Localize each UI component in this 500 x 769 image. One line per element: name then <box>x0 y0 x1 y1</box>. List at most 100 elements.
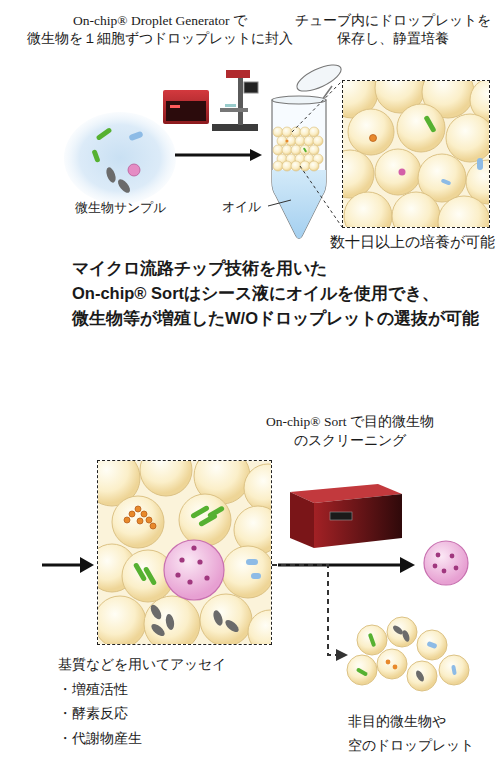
coccus-microbe <box>129 511 135 517</box>
leader-line <box>268 200 291 206</box>
rod-microbe <box>368 633 377 648</box>
node-text: オイル <box>222 199 298 215</box>
target-droplet <box>164 540 224 600</box>
coccus-microbe <box>436 553 441 558</box>
coccus-microbe <box>135 506 141 512</box>
spacer <box>348 615 488 709</box>
droplet <box>407 661 437 691</box>
droplet <box>446 114 489 162</box>
spacer <box>65 112 175 200</box>
droplet <box>309 161 319 171</box>
yeast-microbe <box>105 166 118 184</box>
droplet <box>375 149 421 195</box>
rod-microbe <box>207 505 225 518</box>
droplet <box>300 161 310 171</box>
droplet <box>304 136 314 146</box>
stand-head <box>226 70 250 78</box>
droplet <box>377 649 407 679</box>
droplet <box>222 546 271 598</box>
node-text: ・酵素反応 <box>58 701 272 726</box>
droplet <box>291 161 301 171</box>
node-text: 微生物サンプル <box>65 200 175 216</box>
rod-microbe <box>477 158 483 170</box>
droplet <box>140 461 192 496</box>
stand-pillar <box>238 70 243 125</box>
sample-group: 微生物サンプル <box>65 112 175 216</box>
sample-blob <box>64 112 176 204</box>
coccus-microbe <box>137 518 143 524</box>
droplet <box>286 136 296 146</box>
node-text: ・代謝物産生 <box>58 726 272 751</box>
droplet <box>392 192 440 227</box>
rod-microbe <box>143 566 157 586</box>
zoom-line <box>292 81 342 132</box>
yeast-microbe <box>212 609 225 627</box>
yeast-microbe <box>165 613 176 630</box>
tube-contents <box>268 127 332 250</box>
droplet-assay <box>98 461 271 644</box>
rod-microbe <box>128 131 143 141</box>
droplet <box>309 145 319 155</box>
coccus-microbe <box>204 575 209 580</box>
node-text: ・増殖活性 <box>58 677 272 702</box>
coccus-microbe <box>191 545 196 550</box>
coccus-microbe <box>454 566 459 571</box>
rod-microbe <box>246 559 258 565</box>
yeast-microbe <box>116 177 132 194</box>
droplet <box>300 145 310 155</box>
tube-rim <box>272 96 326 104</box>
coccus-microbe <box>128 164 140 176</box>
rod-microbe <box>96 127 113 141</box>
droplet <box>291 145 301 155</box>
node-text: 基質などを用いてアッセイ <box>58 652 272 677</box>
flow-arrow <box>278 564 402 567</box>
flow-arrow <box>42 564 82 567</box>
tube-group: オイル <box>262 66 338 215</box>
sorter-device <box>290 484 402 548</box>
droplet <box>248 610 271 644</box>
coccus-microbe <box>197 559 202 564</box>
droplet <box>200 594 252 644</box>
node-text: 数十日以上の培養が可能 <box>326 233 498 251</box>
microfluidic-chip <box>225 104 236 107</box>
device-panel <box>166 101 206 121</box>
description-text: マイクロ流路チップ技術を用いた On-chip® Sortはシース液にオイルを使… <box>72 256 496 331</box>
droplet <box>282 161 292 171</box>
droplet <box>300 127 310 137</box>
coccus-microbe <box>175 572 180 577</box>
droplet <box>344 192 392 227</box>
sorter-window <box>330 512 352 520</box>
assay-box: 基質などを用いてアッセイ・増殖活性・酵素反応・代謝物産生 <box>58 460 272 750</box>
tube <box>268 60 345 250</box>
droplet <box>313 136 323 146</box>
coccus-microbe <box>150 523 156 529</box>
droplet <box>273 145 283 155</box>
droplet <box>348 109 394 155</box>
spacer <box>262 66 338 199</box>
coccus-microbe <box>187 579 192 584</box>
droplet <box>144 596 200 644</box>
non-target-droplets <box>347 617 469 691</box>
flow-arrow <box>175 154 256 157</box>
arrow-head <box>338 655 348 656</box>
coccus-microbe <box>179 557 184 562</box>
sorter-side <box>290 492 314 548</box>
rod-microbe <box>451 665 457 676</box>
tube-cap <box>293 60 344 97</box>
rod-microbe <box>441 178 452 185</box>
coccus-microbe <box>450 554 455 559</box>
sorter-front <box>314 494 402 548</box>
droplet-zoom-box: 数十日以上の培養が可能 <box>326 80 498 251</box>
rod-microbe <box>423 115 436 133</box>
coccus-microbe <box>399 169 406 176</box>
coccus-microbe <box>141 511 147 517</box>
coccus-microbe <box>433 564 438 569</box>
droplet <box>282 127 292 137</box>
droplet <box>112 496 164 548</box>
droplet <box>357 625 387 655</box>
node-text: 非目的微生物や 空のドロップレット <box>348 709 488 757</box>
device-body <box>163 90 209 124</box>
selected-droplet <box>424 541 468 585</box>
